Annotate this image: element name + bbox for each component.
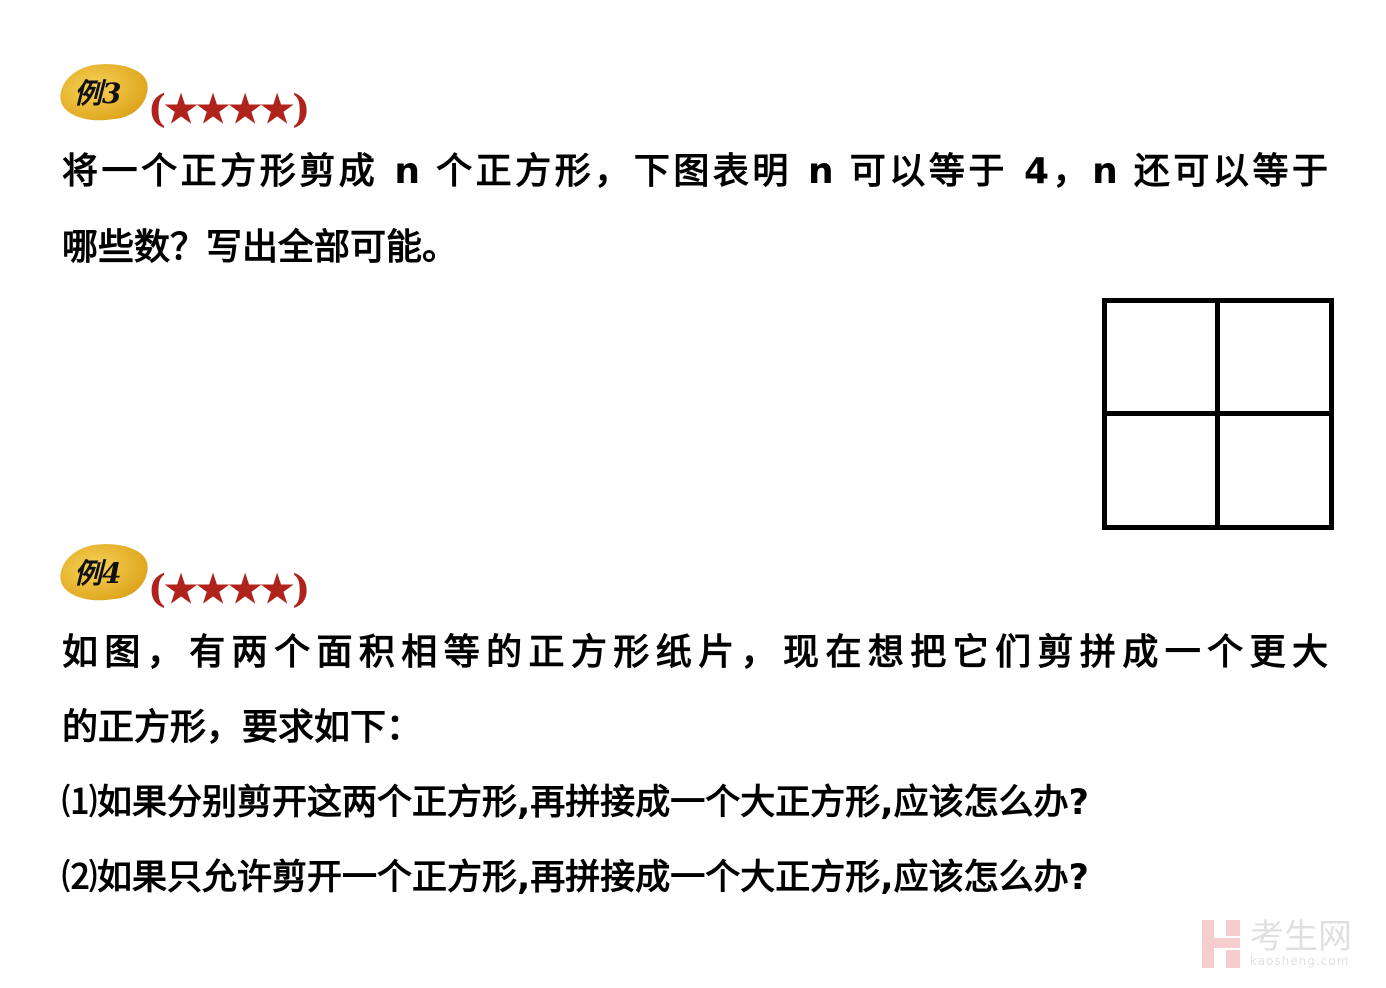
watermark-logo-icon bbox=[1202, 920, 1242, 968]
example4-line-2: 的正方形，要求如下： bbox=[62, 707, 423, 748]
example4-line-1: 如图，有两个面积相等的正方形纸片，现在想把它们剪拼成一个更大 bbox=[62, 632, 1328, 673]
example4-badge: 例4 bbox=[57, 539, 151, 605]
example4-question-2: ⑵如果只允许剪开一个正方形,再拼接成一个大正方形,应该怎么办? bbox=[62, 858, 1089, 898]
grid-horizontal-line bbox=[1107, 411, 1329, 416]
watermark: 考生网 kaosheng.com bbox=[1202, 920, 1352, 968]
example3-line-1: 将一个正方形剪成 n 个正方形，下图表明 n 可以等于 4，n 还可以等于 bbox=[62, 151, 1328, 192]
example3-badge: 例3 bbox=[57, 59, 151, 125]
example3-line-2: 哪些数？写出全部可能。 bbox=[62, 227, 459, 268]
four-squares-figure bbox=[1102, 298, 1334, 530]
example3-difficulty: (★★★★) bbox=[148, 86, 310, 131]
example4-difficulty: (★★★★) bbox=[148, 566, 310, 611]
example4-question-1: ⑴如果分别剪开这两个正方形,再拼接成一个大正方形,应该怎么办? bbox=[62, 783, 1089, 823]
